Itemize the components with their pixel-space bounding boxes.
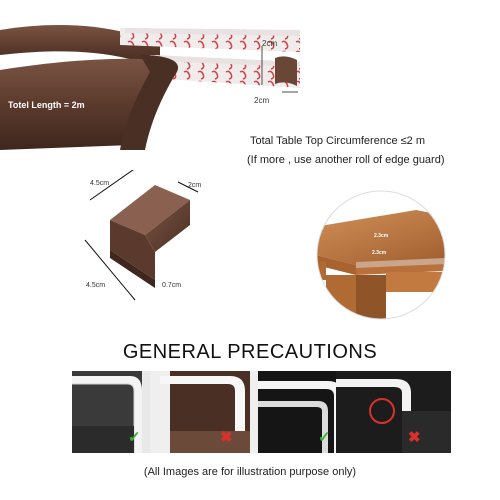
precaution-image-2: [150, 371, 265, 453]
disclaimer-text: (All Images are for illustration purpose…: [143, 466, 357, 478]
edge-guard-roll-illustration: 2cm 2cm Totel Length = 2m: [0, 0, 500, 150]
precaution-panel-2: ✖: [150, 371, 265, 453]
corner-depth: 2cm: [188, 182, 202, 189]
strip-height-label: 2cm: [254, 96, 270, 105]
incorrect-cross-icon: ✖: [220, 429, 233, 446]
corner-guard-graphic: [84, 164, 199, 301]
corner-top-length: 4.5cm: [90, 180, 110, 187]
edge-guard-roll-graphic: [0, 25, 300, 150]
strip-width-label: 2cm: [262, 39, 278, 48]
corner-guard-illustration: 4.5cm 4.5cm 2cm 0.7cm: [70, 164, 220, 320]
correct-check-icon: ✓: [128, 429, 141, 446]
circumference-title: Total Table Top Circumference ≤2 m: [250, 135, 425, 147]
precaution-panel-4: ✖: [336, 371, 451, 453]
precautions-title: GENERAL PRECAUTIONS: [122, 341, 378, 363]
circumference-note: (If more , use another roll of edge guar…: [247, 154, 445, 166]
corner-thickness: 0.7cm: [162, 282, 182, 289]
corner-side-length: 4.5cm: [86, 282, 106, 289]
table-edge-dim-2: 2.3cm: [372, 250, 387, 256]
total-length-label: Totel Length = 2m: [8, 100, 85, 110]
table-edge-photo: 2.3cm 2.3cm: [296, 190, 466, 320]
table-edge-graphic: [316, 190, 446, 320]
precaution-image-4: [336, 371, 451, 453]
correct-check-icon: ✓: [318, 429, 331, 446]
table-edge-dim-1: 2.3cm: [374, 233, 389, 239]
incorrect-cross-icon: ✖: [408, 429, 421, 446]
